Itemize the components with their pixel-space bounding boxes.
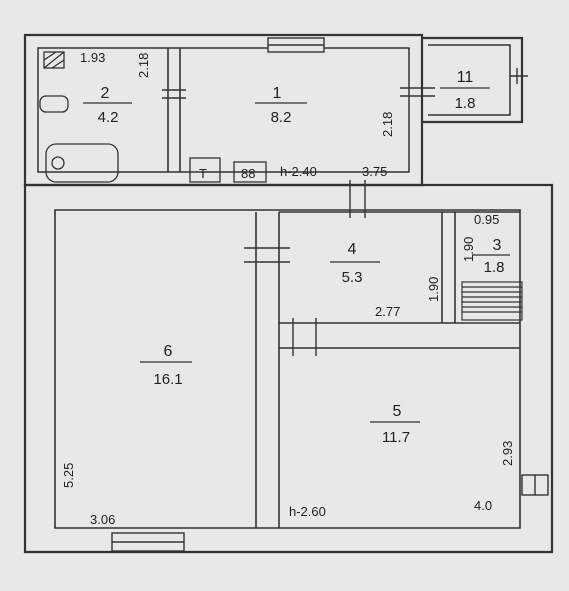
- room-5-number: 5: [393, 403, 402, 420]
- dim-2-18-left: 2.18: [136, 53, 151, 78]
- height-upper: h-2.40: [280, 164, 317, 179]
- dim-5-25: 5.25: [61, 463, 76, 488]
- room-5-area: 11.7: [382, 429, 410, 446]
- wall-room4-room3: [441, 212, 456, 323]
- sink-label: T: [199, 166, 207, 181]
- room-1-number: 1: [273, 85, 282, 102]
- dim-2-77: 2.77: [375, 304, 400, 319]
- room-2-area: 4.2: [98, 109, 119, 126]
- room-6-number: 6: [164, 343, 173, 360]
- wall-room6-room5: [255, 212, 280, 528]
- dim-3-06: 3.06: [90, 512, 115, 527]
- stairs: [461, 281, 523, 321]
- room-2-number: 2: [101, 85, 110, 102]
- wall-bath-kitchen: [167, 48, 181, 172]
- height-lower: h-2.60: [289, 504, 326, 519]
- dim-2-93: 2.93: [500, 441, 515, 466]
- dim-3-75: 3.75: [362, 164, 387, 179]
- room-11-area: 1.8: [455, 95, 476, 112]
- room-4-number: 4: [348, 241, 357, 258]
- room-1-area: 8.2: [271, 109, 292, 126]
- room-3-area: 1.8: [484, 259, 505, 276]
- room-11-outer: [422, 36, 524, 124]
- dim-1-93: 1.93: [80, 50, 105, 65]
- upper-outer: [23, 33, 424, 187]
- stove-icon: [233, 161, 267, 183]
- dim-1-90-mid: 1.90: [426, 277, 441, 302]
- dim-2-18-right: 2.18: [380, 112, 395, 137]
- dim-1-90-top: 1.90: [461, 237, 476, 262]
- wall-room4-room5: [279, 322, 520, 349]
- room-4-area: 5.3: [342, 269, 363, 286]
- room-3-number: 3: [493, 237, 502, 254]
- bathtub-icon: [45, 143, 119, 183]
- sink-icon: [189, 157, 221, 183]
- room-6-area: 16.1: [153, 371, 182, 388]
- toilet-icon: [39, 95, 69, 113]
- stove-label: 88: [241, 166, 255, 181]
- room-11-number: 11: [457, 69, 474, 86]
- room-11-inner: [428, 44, 511, 116]
- dim-4-0: 4.0: [474, 498, 492, 513]
- dim-0-95: 0.95: [474, 212, 499, 227]
